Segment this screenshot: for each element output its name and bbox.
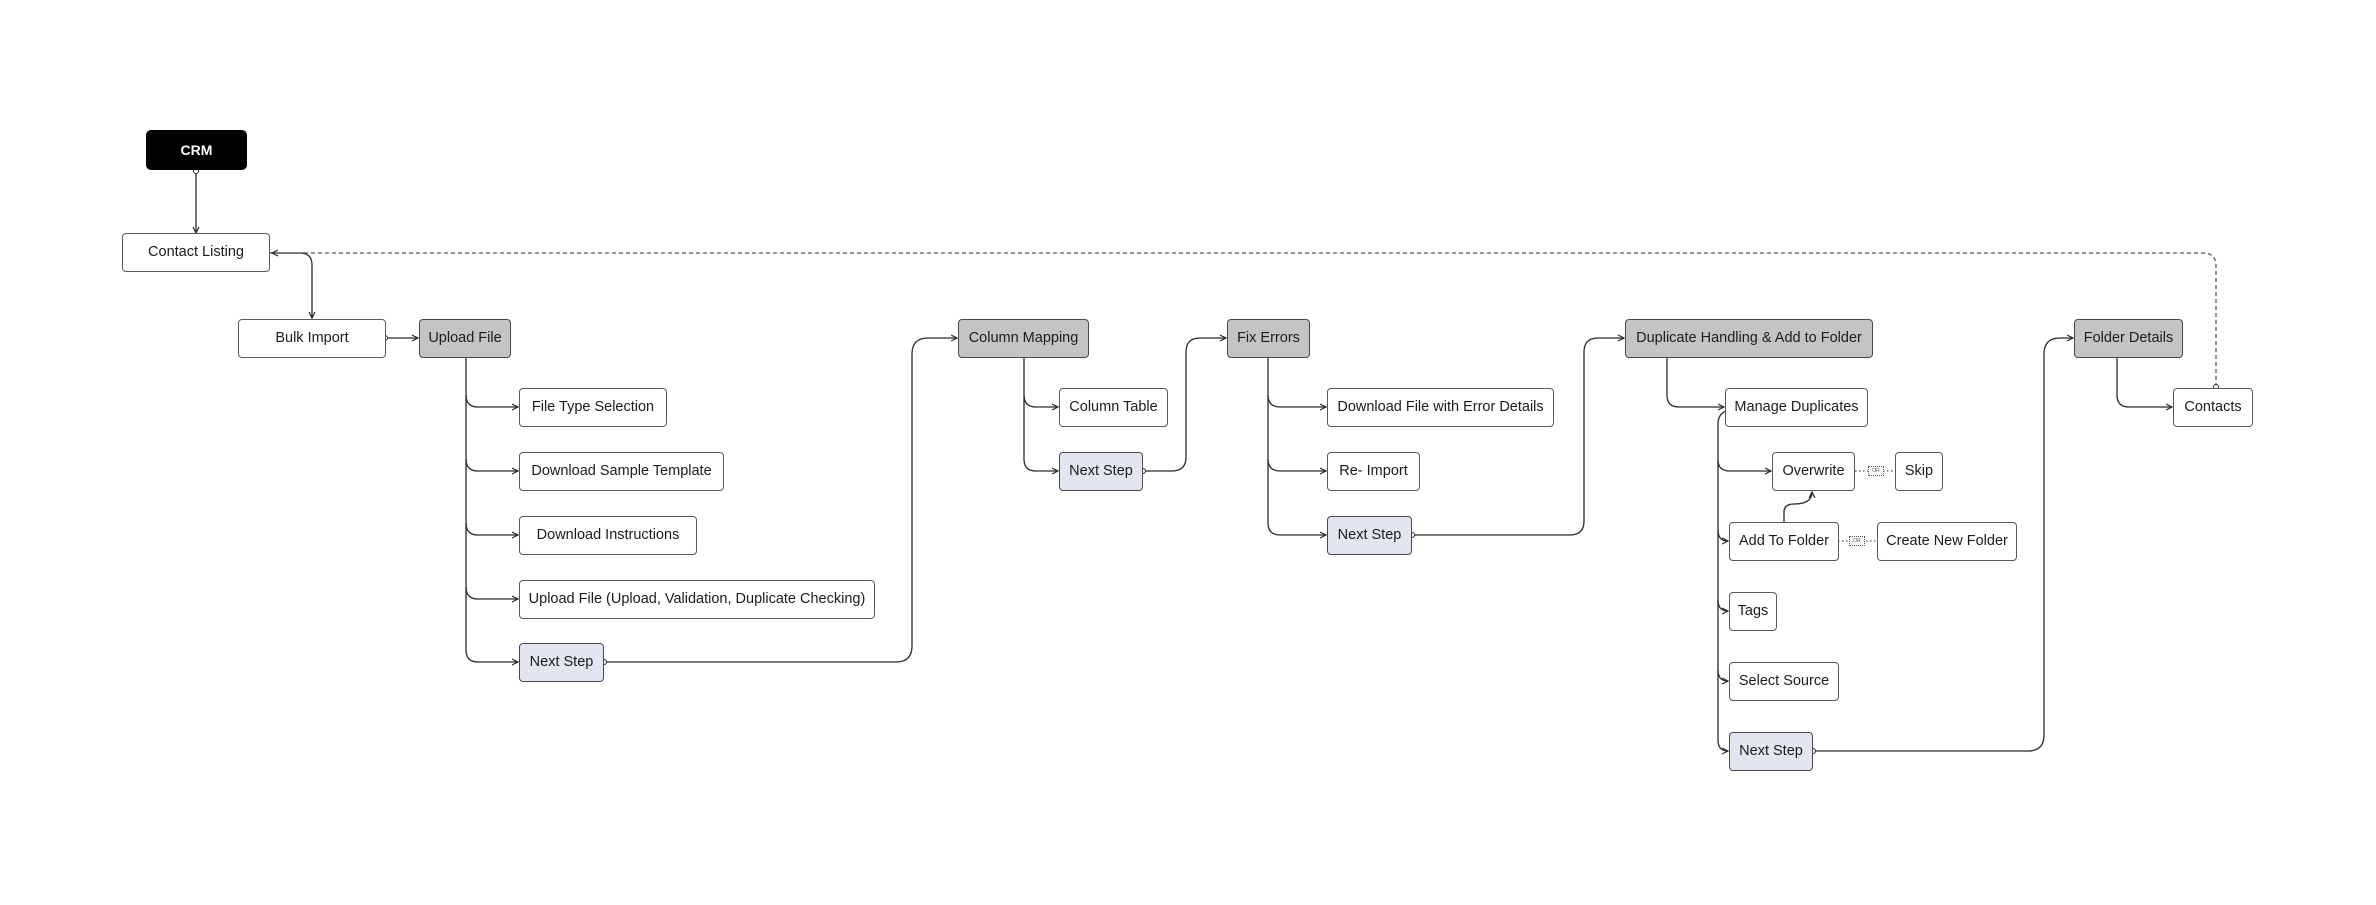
connector-manage-spine bbox=[1717, 409, 1731, 751]
connector-contact-listing-to-bulk-import bbox=[270, 252, 312, 318]
node-tags[interactable]: Tags bbox=[1729, 592, 1777, 631]
node-folder-details[interactable]: Folder Details bbox=[2074, 319, 2183, 358]
node-fix-errors[interactable]: Fix Errors bbox=[1227, 319, 1310, 358]
node-upload-file[interactable]: Upload File bbox=[419, 319, 511, 358]
node-file-type-selection[interactable]: File Type Selection bbox=[519, 388, 667, 427]
node-upload-file-validation[interactable]: Upload File (Upload, Validation, Duplica… bbox=[519, 580, 875, 619]
node-skip[interactable]: Skip bbox=[1895, 452, 1943, 491]
connector-contacts-to-contact-listing bbox=[272, 253, 2217, 387]
node-contact-listing[interactable]: Contact Listing bbox=[122, 233, 270, 272]
node-create-new-folder[interactable]: Create New Folder bbox=[1877, 522, 2017, 561]
connector-manage-to-select-source bbox=[1717, 669, 1728, 681]
node-duplicate-next-step[interactable]: Next Step bbox=[1729, 732, 1813, 771]
node-upload-next-step[interactable]: Next Step bbox=[519, 643, 604, 682]
connector-upload-file-item-3 bbox=[465, 522, 518, 535]
node-duplicate-handling[interactable]: Duplicate Handling & Add to Folder bbox=[1625, 319, 1873, 358]
connector-add-to-folder-to-overwrite bbox=[1783, 492, 1812, 522]
node-download-error-details[interactable]: Download File with Error Details bbox=[1327, 388, 1554, 427]
connector-manage-to-tags bbox=[1717, 599, 1728, 611]
node-add-to-folder[interactable]: Add To Folder bbox=[1729, 522, 1839, 561]
connector-upload-file-item-2 bbox=[465, 458, 518, 471]
connector-folder-details-to-contacts bbox=[2116, 358, 2172, 407]
connector-upload-file-item-4 bbox=[465, 586, 518, 599]
connector-duplicate-next-to-folder-details bbox=[1813, 338, 2073, 752]
connector-fix-next-to-duplicate bbox=[1412, 338, 1624, 536]
connector-fix-errors-item-1 bbox=[1267, 394, 1326, 407]
node-bulk-import[interactable]: Bulk Import bbox=[238, 319, 386, 358]
node-download-sample-template[interactable]: Download Sample Template bbox=[519, 452, 724, 491]
connector-upload-file-spine bbox=[465, 358, 518, 662]
node-column-mapping[interactable]: Column Mapping bbox=[958, 319, 1089, 358]
node-overwrite[interactable]: Overwrite bbox=[1772, 452, 1855, 491]
connector-upload-file-item-1 bbox=[465, 394, 518, 407]
node-manage-duplicates[interactable]: Manage Duplicates bbox=[1725, 388, 1868, 427]
connector-manage-to-overwrite bbox=[1717, 459, 1771, 471]
connector-manage-to-add-to-folder bbox=[1717, 529, 1728, 541]
connector-upload-next-to-column-mapping bbox=[604, 338, 957, 663]
connector-column-mapping-item-1 bbox=[1023, 394, 1058, 407]
or-label-add-create: OR bbox=[1849, 536, 1865, 546]
or-label-overwrite-skip: OR bbox=[1868, 466, 1884, 476]
node-column-table[interactable]: Column Table bbox=[1059, 388, 1168, 427]
node-fix-next-step[interactable]: Next Step bbox=[1327, 516, 1412, 555]
node-column-next-step[interactable]: Next Step bbox=[1059, 452, 1143, 491]
node-download-instructions[interactable]: Download Instructions bbox=[519, 516, 697, 555]
connector-column-next-to-fix-errors bbox=[1143, 338, 1226, 472]
node-crm[interactable]: CRM bbox=[146, 130, 247, 170]
node-re-import[interactable]: Re- Import bbox=[1327, 452, 1420, 491]
node-contacts[interactable]: Contacts bbox=[2173, 388, 2253, 427]
connector-duplicate-to-manage bbox=[1666, 358, 1724, 407]
connector-fix-errors-item-2 bbox=[1267, 458, 1326, 471]
connector-fix-errors-spine bbox=[1267, 358, 1326, 535]
connector-column-mapping-spine bbox=[1023, 358, 1058, 471]
node-select-source[interactable]: Select Source bbox=[1729, 662, 1839, 701]
